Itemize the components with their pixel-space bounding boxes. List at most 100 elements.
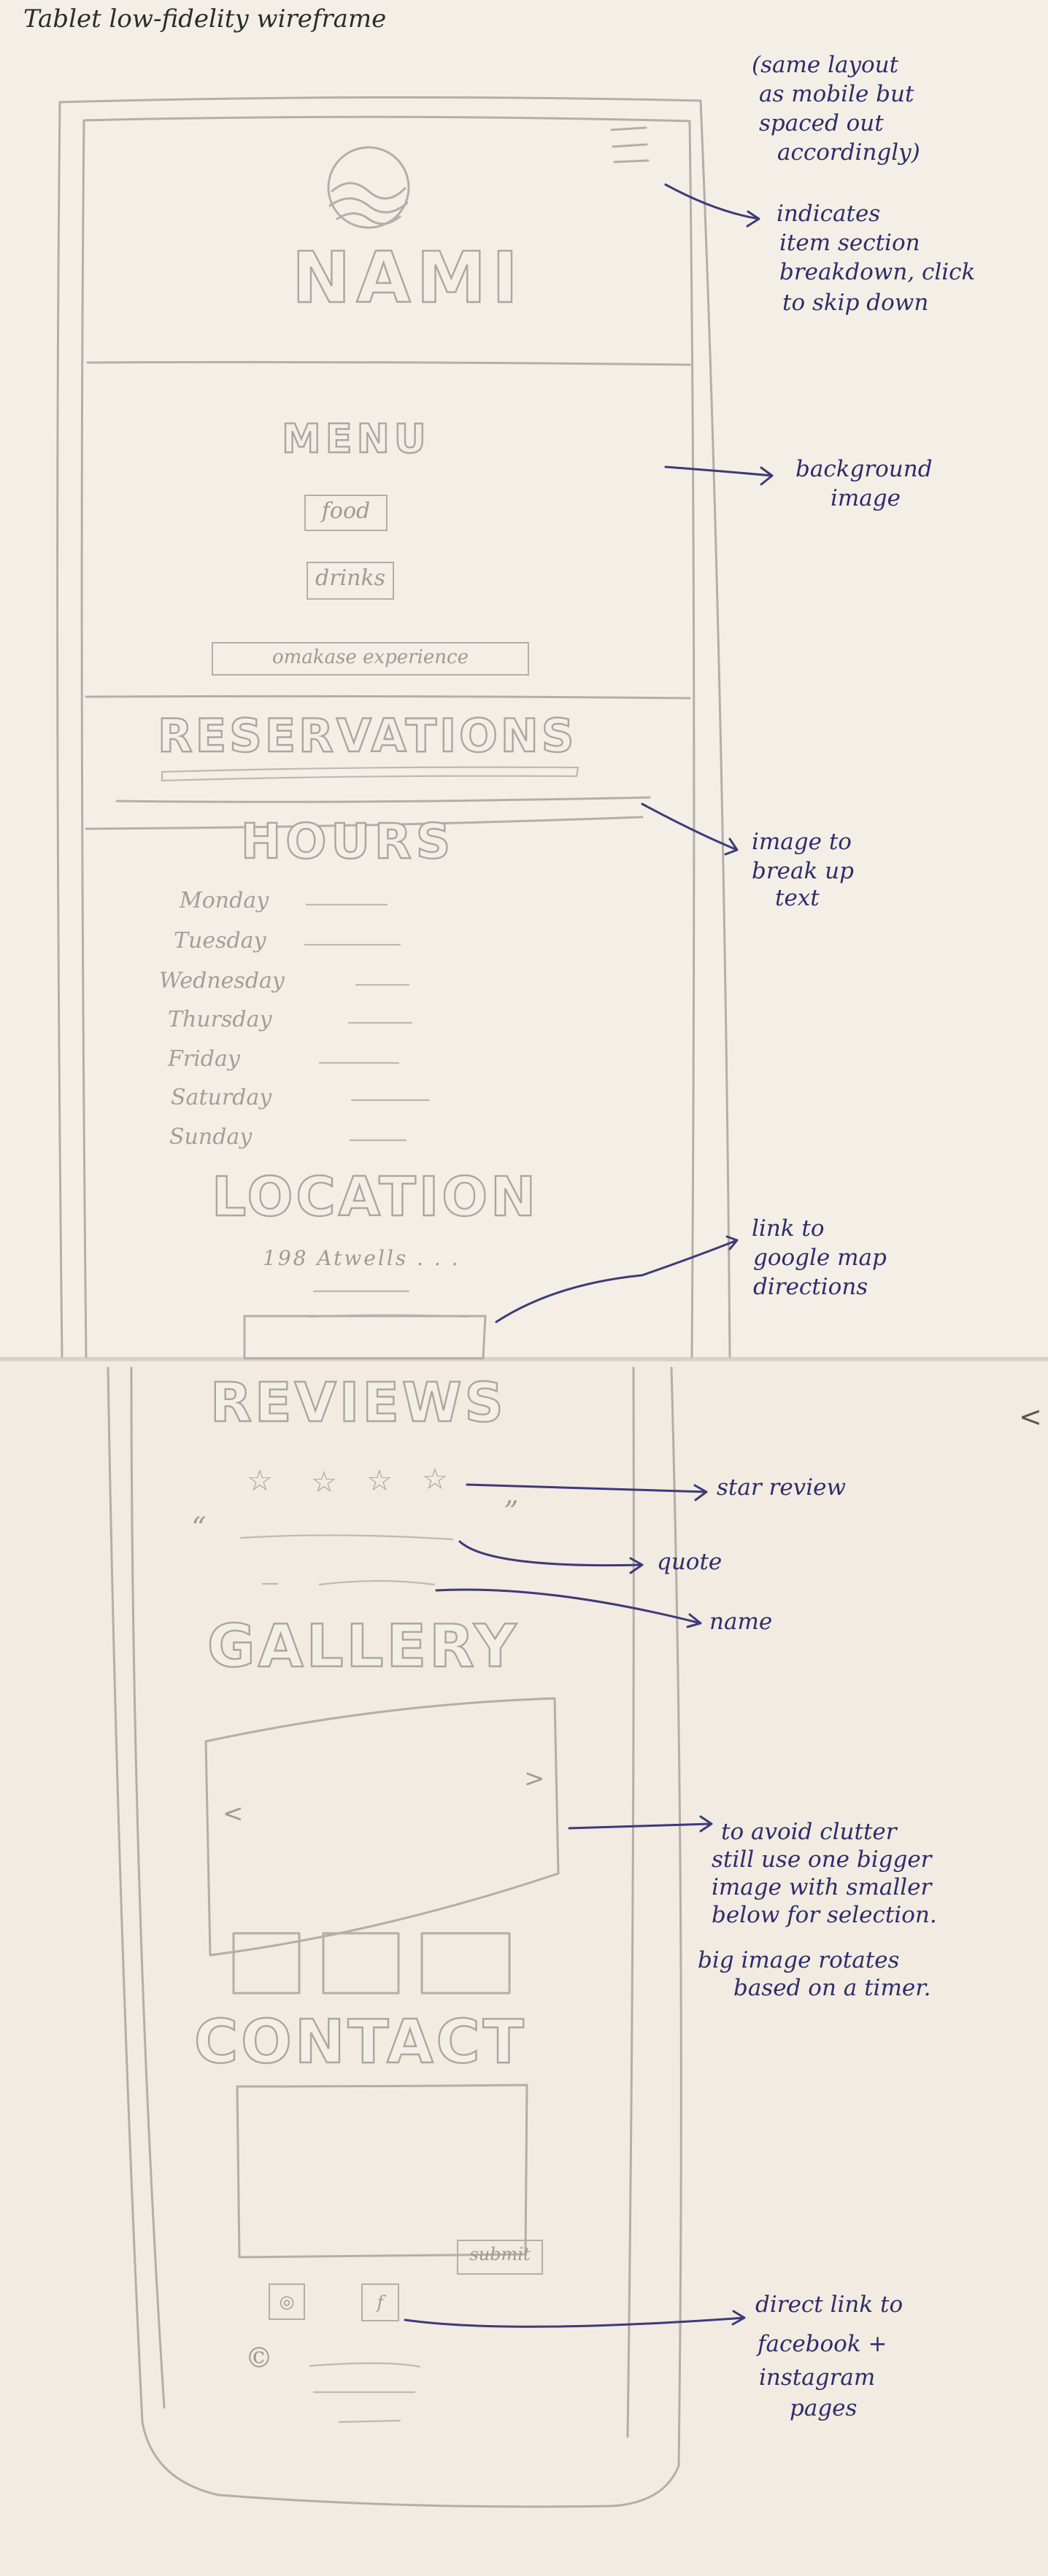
drinks-button[interactable]: drinks [307,562,394,600]
frame2-bottom [217,2494,614,2508]
arrow-background [664,465,774,486]
arrow-image-break [641,802,739,856]
frame-left-outer [56,101,63,1358]
arrow-star-review [466,1483,708,1501]
star-icon: ☆ [247,1464,273,1498]
hours-heading: HOURS [240,813,455,870]
location-address[interactable]: 198 Atwells . . . [263,1246,461,1270]
gallery-thumb-2 [322,1932,400,1995]
arrow-menu-icon [664,183,760,228]
hours-day-tuesday: Tuesday [174,928,266,954]
reservations-heading[interactable]: RESERVATIONS [157,708,577,763]
frame-top-inner [82,115,691,123]
divider-menu [85,695,691,700]
star-icon: ☆ [311,1466,337,1499]
hours-day-saturday: Saturday [171,1085,272,1110]
footer-lines [309,2362,421,2424]
note-gallery-1: to avoid clutter [721,1819,897,1845]
page-title: Tablet low-fidelity wireframe [23,4,387,34]
paper-sheet-bottom [0,1361,1048,2576]
note-social-3: instagram [759,2364,876,2391]
edge-mark: < [1019,1401,1042,1433]
contact-heading: CONTACT [193,2007,527,2078]
hours-day-monday: Monday [180,888,269,913]
note-background-2: image [831,485,901,511]
copyright-icon: © [245,2342,273,2374]
paper-sheet-top [0,0,1048,1361]
contact-form-box [236,2084,528,2259]
star-icon: ☆ [366,1464,393,1498]
brand-name[interactable]: NAMI [291,236,524,320]
divider-reservations [115,796,651,803]
food-button[interactable]: food [304,495,388,531]
note-gallery-3: image with smaller [712,1874,932,1900]
arrow-quote [458,1540,644,1574]
note-same-layout-3: spaced out [759,110,884,136]
reviews-heading: REVIEWS [209,1371,506,1435]
note-social-4: pages [790,2395,858,2421]
note-same-layout-2: as mobile but [759,81,914,107]
hours-day-wednesday: Wednesday [159,968,285,994]
note-map-link-2: google map [753,1245,887,1271]
gallery-next-arrow[interactable]: > [524,1764,545,1793]
note-gallery-2: still use one bigger [712,1846,932,1873]
note-indicates-2: item section [779,230,920,256]
frame2-left-outer [107,1366,220,2496]
star-icon: ☆ [422,1463,448,1496]
arrow-social [404,2310,746,2328]
note-quote: quote [657,1549,723,1575]
gallery-prev-arrow[interactable]: < [223,1799,244,1828]
divider-reservations-2 [85,816,644,830]
location-heading: LOCATION [211,1165,539,1229]
note-image-break-1: image to [752,829,852,855]
frame-right-outer [699,99,731,1358]
facebook-icon[interactable]: f [361,2283,399,2321]
logo-waves [328,182,409,225]
note-indicates-1: indicates [777,201,881,227]
omakase-button[interactable]: omakase experience [212,642,529,676]
arrow-gallery [568,1815,713,1833]
arrow-name [435,1588,702,1628]
submit-button[interactable]: submit [457,2240,543,2275]
frame-right-inner [688,120,696,1358]
note-gallery-5: big image rotates [698,1947,900,1973]
note-indicates-3: breakdown, click [779,259,976,285]
note-indicates-4: to skip down [782,290,929,316]
hours-day-friday: Friday [168,1046,240,1072]
note-name: name [709,1609,773,1635]
note-social-2: facebook + [758,2331,887,2357]
frame2-left-inner [130,1366,166,2409]
note-gallery-4: below for selection. [712,1902,937,1928]
gallery-main-image [204,1697,560,1957]
review-quote-line [239,1534,454,1541]
gallery-thumb-1 [232,1932,301,1995]
note-gallery-6: based on a timer. [733,1975,931,2001]
note-map-link-1: link to [752,1215,825,1242]
hours-day-sunday: Sunday [169,1124,253,1150]
frame-left-inner [80,119,88,1358]
frame2-right-outer [612,1366,682,2507]
divider-header [86,360,691,366]
note-background-1: background [795,456,933,482]
hamburger-lines [610,126,650,163]
note-image-break-2: break up [752,858,854,884]
hours-dashes [304,903,431,1142]
menu-heading: MENU [281,415,431,463]
gallery-thumb-3 [420,1932,511,1995]
close-quote: ” [504,1496,519,1529]
arrow-map-link [495,1235,739,1323]
frame2-right-inner [626,1366,635,2438]
hours-day-thursday: Thursday [168,1007,272,1032]
map-link-box [243,1315,487,1360]
note-same-layout-1: (same layout [752,52,899,78]
gallery-heading: GALLERY [207,1612,520,1681]
open-quote: “ [191,1512,207,1545]
note-image-break-3: text [775,885,820,911]
review-name-line [261,1579,436,1586]
reservations-underline [161,766,579,782]
instagram-icon[interactable]: ◎ [269,2283,305,2320]
paper-seam [0,1357,1048,1361]
logo-circle [327,146,410,229]
hamburger-icon[interactable]: hamburger-icon [612,120,617,121]
